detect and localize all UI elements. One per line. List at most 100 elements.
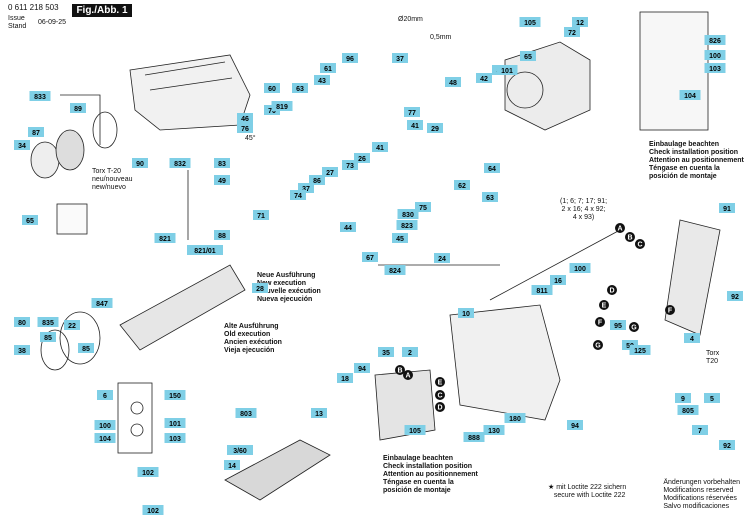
- callout-label: 100: [569, 263, 591, 273]
- callout-number: 63: [486, 195, 494, 202]
- callout-box: [264, 83, 280, 93]
- letter-text: G: [631, 325, 637, 332]
- callout-number: 100: [574, 266, 586, 273]
- callout-number: 90: [136, 161, 144, 168]
- callout-label: 2: [402, 347, 418, 357]
- callout-box: [337, 373, 353, 383]
- callout-box: [684, 333, 700, 343]
- reference-letter: G: [629, 322, 639, 332]
- letter-text: F: [598, 320, 603, 327]
- callout-number: 71: [257, 213, 265, 220]
- callout-label: 833: [29, 91, 51, 101]
- callout-label: 35: [378, 347, 394, 357]
- callout-label: 63: [292, 83, 308, 93]
- callout-label: 46: [237, 113, 253, 123]
- schematic-box-shape: [117, 382, 153, 454]
- callout-label: 71: [253, 210, 269, 220]
- motor-housing-shape: [449, 304, 561, 421]
- callout-number: 4: [690, 336, 694, 343]
- disclaimer: Änderungen vorbehalten Modifications res…: [663, 479, 740, 510]
- callout-label: 65: [22, 215, 38, 225]
- callout-number: 94: [571, 423, 579, 430]
- callout-label: 4: [684, 333, 700, 343]
- callout-number: 103: [709, 66, 721, 73]
- reference-letter: B: [395, 365, 405, 375]
- letter-text: C: [637, 242, 642, 249]
- callout-box: [415, 202, 431, 212]
- callout-label: 73: [342, 160, 358, 170]
- callout-label: 10: [458, 308, 474, 318]
- callout-number: 75: [419, 205, 427, 212]
- callout-number: 24: [438, 256, 446, 263]
- callout-box: [679, 90, 701, 100]
- callout-label: 91: [719, 203, 735, 213]
- letter-circle: [435, 377, 445, 387]
- callout-number: 70: [268, 108, 276, 115]
- callout-label: 64: [484, 163, 500, 173]
- callout-label: 826: [704, 35, 726, 45]
- callout-label: 12: [572, 17, 588, 27]
- callout-label: 89: [70, 103, 86, 113]
- callout-box: [320, 63, 336, 73]
- callout-box: [531, 285, 553, 295]
- callout-label: 44: [340, 222, 356, 232]
- callout-label: 101: [496, 65, 518, 75]
- callout-box: [572, 17, 588, 27]
- install-note-top: Einbaulage beachten Check installation p…: [649, 141, 744, 180]
- callout-number: 80: [18, 320, 26, 327]
- callout-label: 7: [692, 425, 708, 435]
- reference-letter: D: [607, 285, 617, 295]
- callout-label: 16: [550, 275, 566, 285]
- callout-box: [354, 153, 370, 163]
- letter-circle: [395, 365, 405, 375]
- callout-number: 67: [366, 255, 374, 262]
- callout-label: 37: [298, 183, 314, 193]
- callout-box: [22, 215, 38, 225]
- callout-label: 92: [727, 291, 743, 301]
- callout-box: [154, 233, 176, 243]
- callout-number: 847: [96, 301, 108, 308]
- callout-number: 92: [731, 294, 739, 301]
- callout-label: 803: [235, 408, 257, 418]
- callout-box: [704, 63, 726, 73]
- callout-label: 821: [154, 233, 176, 243]
- callout-label: 824: [384, 265, 406, 275]
- figure-label: Fig./Abb. 1: [72, 4, 132, 17]
- callout-number: 61: [324, 66, 332, 73]
- callout-label: 100: [94, 420, 116, 430]
- callout-label: 103: [164, 433, 186, 443]
- callout-label: 103: [704, 63, 726, 73]
- callout-number: 60: [268, 86, 276, 93]
- callout-box: [290, 190, 306, 200]
- callout-box: [404, 107, 420, 117]
- callout-number: 96: [346, 56, 354, 63]
- callout-label: 835: [37, 317, 59, 327]
- callout-box: [142, 505, 164, 515]
- callout-label: 9: [675, 393, 691, 403]
- callout-box: [719, 203, 735, 213]
- callout-number: 27: [326, 170, 334, 177]
- reference-letter: F: [665, 305, 675, 315]
- callout-label: 45: [392, 233, 408, 243]
- callout-box: [692, 425, 708, 435]
- callout-number: 76: [241, 126, 249, 133]
- callout-number: 42: [480, 76, 488, 83]
- wiring-inset-shape: [639, 11, 709, 131]
- callout-number: 3/60: [233, 448, 247, 455]
- callout-box: [28, 127, 44, 137]
- callout-number: 89: [74, 106, 82, 113]
- callout-label: 14: [224, 460, 240, 470]
- callout-box: [392, 233, 408, 243]
- callout-label: 5: [704, 393, 720, 403]
- callout-layer: 8203172966070636143819833898734764683283…: [14, 17, 743, 515]
- callout-box: [476, 73, 492, 83]
- reference-letter: B: [625, 232, 635, 242]
- issue-date: 06-09-25: [38, 19, 67, 26]
- callout-box: [227, 445, 253, 455]
- callout-number: 150: [169, 393, 181, 400]
- callout-label: 41: [407, 120, 423, 130]
- callout-number: 103: [169, 436, 181, 443]
- callout-label: 92: [719, 440, 735, 450]
